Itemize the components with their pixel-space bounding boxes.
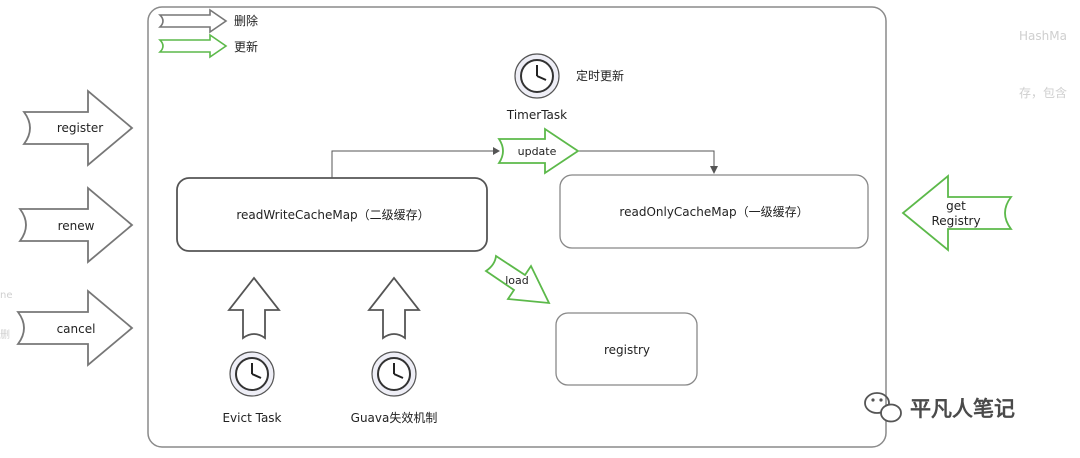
update-flow: update [497, 127, 580, 175]
timer-clock-icon [514, 53, 560, 99]
bg-fragment-left-word: ne [0, 290, 13, 301]
cancel-label: cancel [57, 322, 96, 336]
get-registry-arrow-icon [901, 174, 1013, 252]
load-flow: load [484, 254, 551, 305]
watermark: 平凡人笔记 [864, 392, 1015, 423]
action-renew: renew [18, 186, 134, 264]
renew-label: renew [58, 219, 95, 233]
evict-clock-icon [229, 351, 275, 397]
evict-up-arrow-icon [227, 276, 281, 340]
bg-fragment-hashmap: HashMa [1019, 29, 1067, 43]
legend-update-label: 更新 [234, 39, 258, 54]
action-register: register [22, 89, 134, 167]
load-label: load [505, 274, 529, 287]
connector-lines [331, 147, 718, 178]
guava-up-arrow-icon [367, 276, 421, 340]
read-only-cache-label: readOnlyCacheMap（一级缓存） [619, 205, 808, 219]
timer-task: 定时更新 TimerTask [506, 53, 624, 122]
cancel-arrow-icon [16, 289, 134, 367]
update-arrow-icon [497, 127, 580, 175]
main-container [147, 6, 887, 448]
register-label: register [57, 121, 103, 135]
register-arrow-icon [22, 89, 134, 167]
read-only-cache-box: readOnlyCacheMap（一级缓存） [559, 174, 869, 249]
registry-label: registry [604, 343, 650, 357]
bg-fragment-left-glyph: 删 [0, 329, 10, 341]
renew-arrow-icon [18, 186, 134, 264]
get-registry-line2: Registry [931, 214, 980, 228]
guava-clock-icon [371, 351, 417, 397]
read-write-cache-box: readWriteCacheMap（二级缓存） [176, 177, 488, 252]
registry-box: registry [555, 312, 698, 386]
guava-task-label: Guava失效机制 [351, 410, 438, 425]
legend-delete-label: 删除 [234, 13, 258, 28]
action-get-registry: get Registry [901, 174, 1013, 252]
watermark-text: 平凡人笔记 [910, 397, 1015, 421]
evict-task: Evict Task [222, 351, 282, 425]
legend-delete-arrow-icon [158, 8, 228, 34]
update-label: update [518, 145, 557, 158]
legend: 删除 更新 [158, 8, 258, 59]
read-write-cache-label: readWriteCacheMap（二级缓存） [236, 208, 429, 222]
action-cancel: cancel [16, 289, 134, 367]
timer-caption: 定时更新 [576, 68, 624, 83]
legend-update-arrow-icon [158, 33, 228, 59]
load-arrow-icon [484, 254, 551, 305]
timer-label: TimerTask [506, 108, 567, 122]
evict-task-label: Evict Task [222, 411, 281, 425]
guava-task: Guava失效机制 [351, 351, 438, 425]
wechat-icon [864, 392, 902, 423]
bg-fragment-cache: 存，包含 [1019, 85, 1067, 100]
get-registry-line1: get [946, 199, 966, 213]
